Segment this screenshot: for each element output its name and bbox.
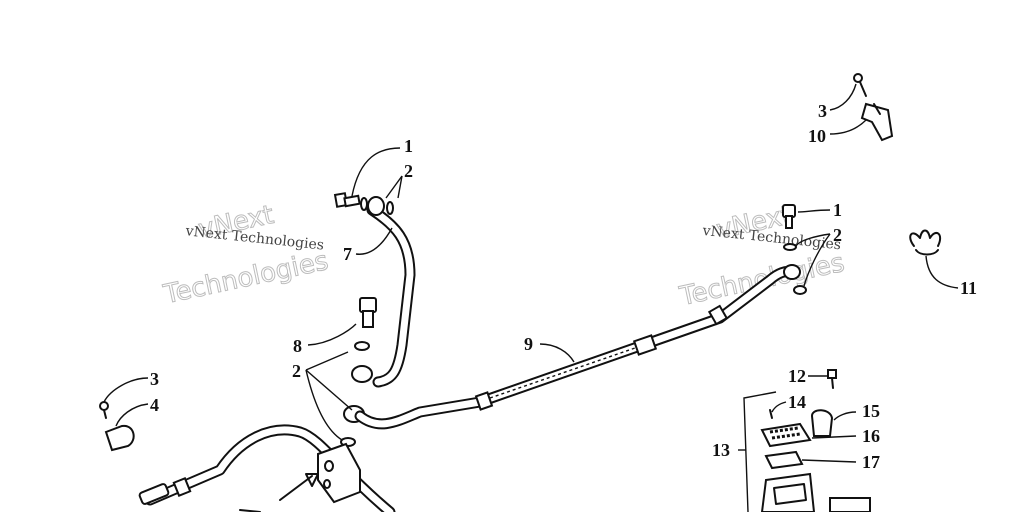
callout-16: 16 [862,426,880,446]
callout-1-upper-right: 1 [833,200,842,220]
washer-upper-right-b [793,285,807,295]
callout-1-upper-left: 1 [404,136,413,156]
callout-10: 10 [808,126,826,146]
callout-8: 8 [293,336,302,356]
watermark-left-outline-bottom: Technologies [160,246,331,310]
banjo-fitting-middle-left [351,365,373,383]
banjo-fitting-upper-left [367,196,385,216]
washer-upper-right-a [783,243,797,251]
callout-15: 15 [862,401,880,421]
bracket-10 [853,73,894,142]
callout-2-upper-left: 2 [404,161,413,181]
callout-7: 7 [343,244,352,264]
callout-17: 17 [862,452,880,472]
brake-hose-left [366,204,416,388]
watermark-right: vNext Technologies vNext Technologies [676,200,848,313]
hose-clip-11 [909,229,942,256]
master-cylinder-assembly [743,369,871,512]
banjo-fitting-upper-right [783,264,801,280]
washer-middle-left-a [354,341,370,351]
tee-block [239,442,361,512]
callout-9: 9 [524,334,533,354]
hose-clip-4 [99,401,135,452]
callout-13: 13 [712,440,730,460]
callout-12: 12 [788,366,806,386]
callout-11: 11 [960,278,977,298]
banjo-bolt-upper-left [333,192,361,208]
callout-3-upper-right: 3 [818,101,827,121]
callout-3-left: 3 [150,369,159,389]
bolt-8 [359,297,377,328]
banjo-bolt-upper-right [782,204,796,229]
callout-14: 14 [788,392,806,412]
washer-pair-upper-left [360,197,394,215]
watermark-left: vNext Technologies vNext Technologies [160,199,332,310]
callout-2-middle-left: 2 [292,361,301,381]
callout-labels: 1 2 7 8 2 3 4 9 1 2 3 10 11 12 14 15 16 … [150,101,977,472]
callout-2-upper-right: 2 [833,225,842,245]
leader-lines [103,83,959,463]
callout-4: 4 [150,395,159,415]
